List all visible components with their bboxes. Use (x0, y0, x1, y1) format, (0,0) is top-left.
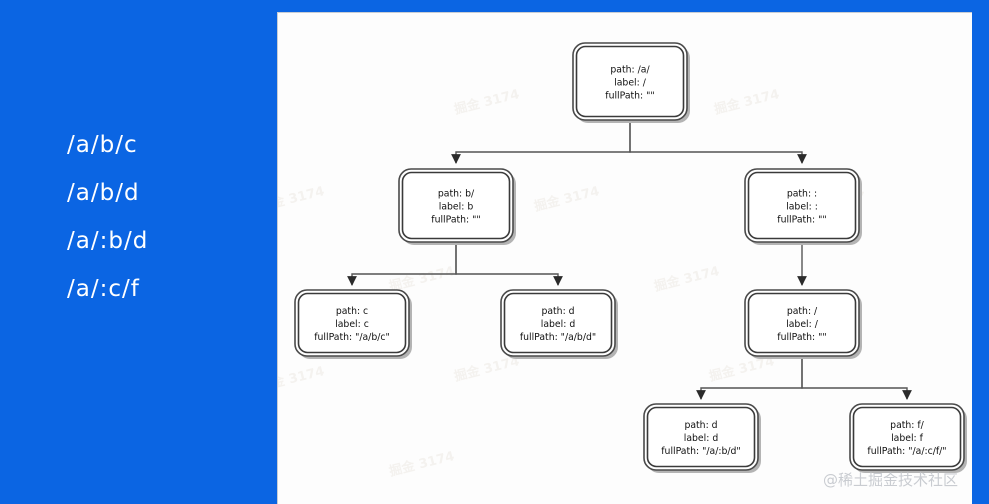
node-path-text: path: c (336, 306, 368, 317)
edge-slash-to-f (801, 356, 912, 400)
node-label-text: label: / (614, 78, 647, 89)
node-inner-border (852, 406, 962, 468)
node-fullpath-text: fullPath: "/a/:c/f/" (867, 446, 946, 457)
tree-node: path: f/label: f fullPath: "/a/:c/f/" (849, 403, 967, 473)
edge-root-to-b (451, 120, 631, 164)
tree-edges (347, 120, 912, 400)
tree-diagram: path: /a/label: /fullPath: ""path: b/lab… (294, 42, 967, 473)
node-path-text: path: / (787, 306, 818, 317)
node-label-text: label: c (335, 319, 369, 330)
route-path-3: /a/:c/f (67, 276, 140, 302)
tree-node: path: b/label: b fullPath: "" (398, 168, 516, 245)
node-label-text: label: f (891, 433, 924, 444)
node-path-text: path: d (684, 420, 717, 431)
route-path-0: /a/b/c (67, 132, 138, 158)
node-label-text: label: / (786, 319, 819, 330)
tree-node: path: / label: / fullPath: "" (744, 289, 862, 359)
node-inner-border (747, 292, 857, 354)
edge-b-to-d (455, 242, 563, 286)
route-path-list: /a/b/c /a/b/d /a/:b/d /a/:c/f (0, 0, 277, 503)
edge-b-to-c (347, 242, 457, 286)
node-inner-border (575, 45, 685, 118)
node-path-text: path: f/ (890, 420, 924, 431)
node-fullpath-text: fullPath: "/a/b/d" (520, 332, 596, 343)
node-fullpath-text: fullPath: "" (605, 91, 654, 102)
tree-node: path: c label: c fullPath: "/a/b/c" (294, 289, 412, 359)
tree-node: path: /a/label: / fullPath: "" (572, 42, 690, 123)
node-inner-border (503, 292, 613, 354)
node-label-text: label: d (541, 319, 576, 330)
node-fullpath-text: fullPath: "" (777, 332, 826, 343)
node-fullpath-text: fullPath: "/a/b/c" (314, 332, 390, 343)
diagram-panel: 掘金 3174 掘金 3174 掘金 3174 掘金 3174 掘金 3174 … (277, 12, 972, 504)
node-inner-border (646, 406, 756, 468)
edge-root-to-colon (629, 120, 807, 164)
site-watermark: @稀土掘金技术社区 (822, 471, 958, 489)
node-inner-border (747, 171, 857, 240)
node-fullpath-text: fullPath: "" (777, 215, 826, 226)
node-label-text: label: b (439, 202, 474, 213)
node-path-text: path: b/ (438, 189, 475, 200)
node-path-text: path: d (541, 306, 574, 317)
node-path-text: path: /a/ (610, 65, 650, 76)
tree-nodes: path: /a/label: /fullPath: ""path: b/lab… (294, 42, 967, 473)
node-label-text: label: d (684, 433, 719, 444)
tree-node: path: d label: d fullPath: "/a/b/d" (500, 289, 618, 359)
node-path-text: path: : (787, 189, 817, 200)
route-path-2: /a/:b/d (67, 228, 149, 254)
node-inner-border (297, 292, 407, 354)
node-label-text: label: : (786, 202, 818, 213)
node-inner-border (401, 171, 511, 240)
edge-slash-to-d2 (696, 356, 803, 400)
route-path-1: /a/b/d (67, 180, 140, 206)
tree-node: path: d label: d fullPath: "/a/:b/d" (643, 403, 761, 473)
node-fullpath-text: fullPath: "" (431, 215, 480, 226)
node-fullpath-text: fullPath: "/a/:b/d" (661, 446, 740, 457)
tree-node: path: : label: : fullPath: "" (744, 168, 862, 245)
